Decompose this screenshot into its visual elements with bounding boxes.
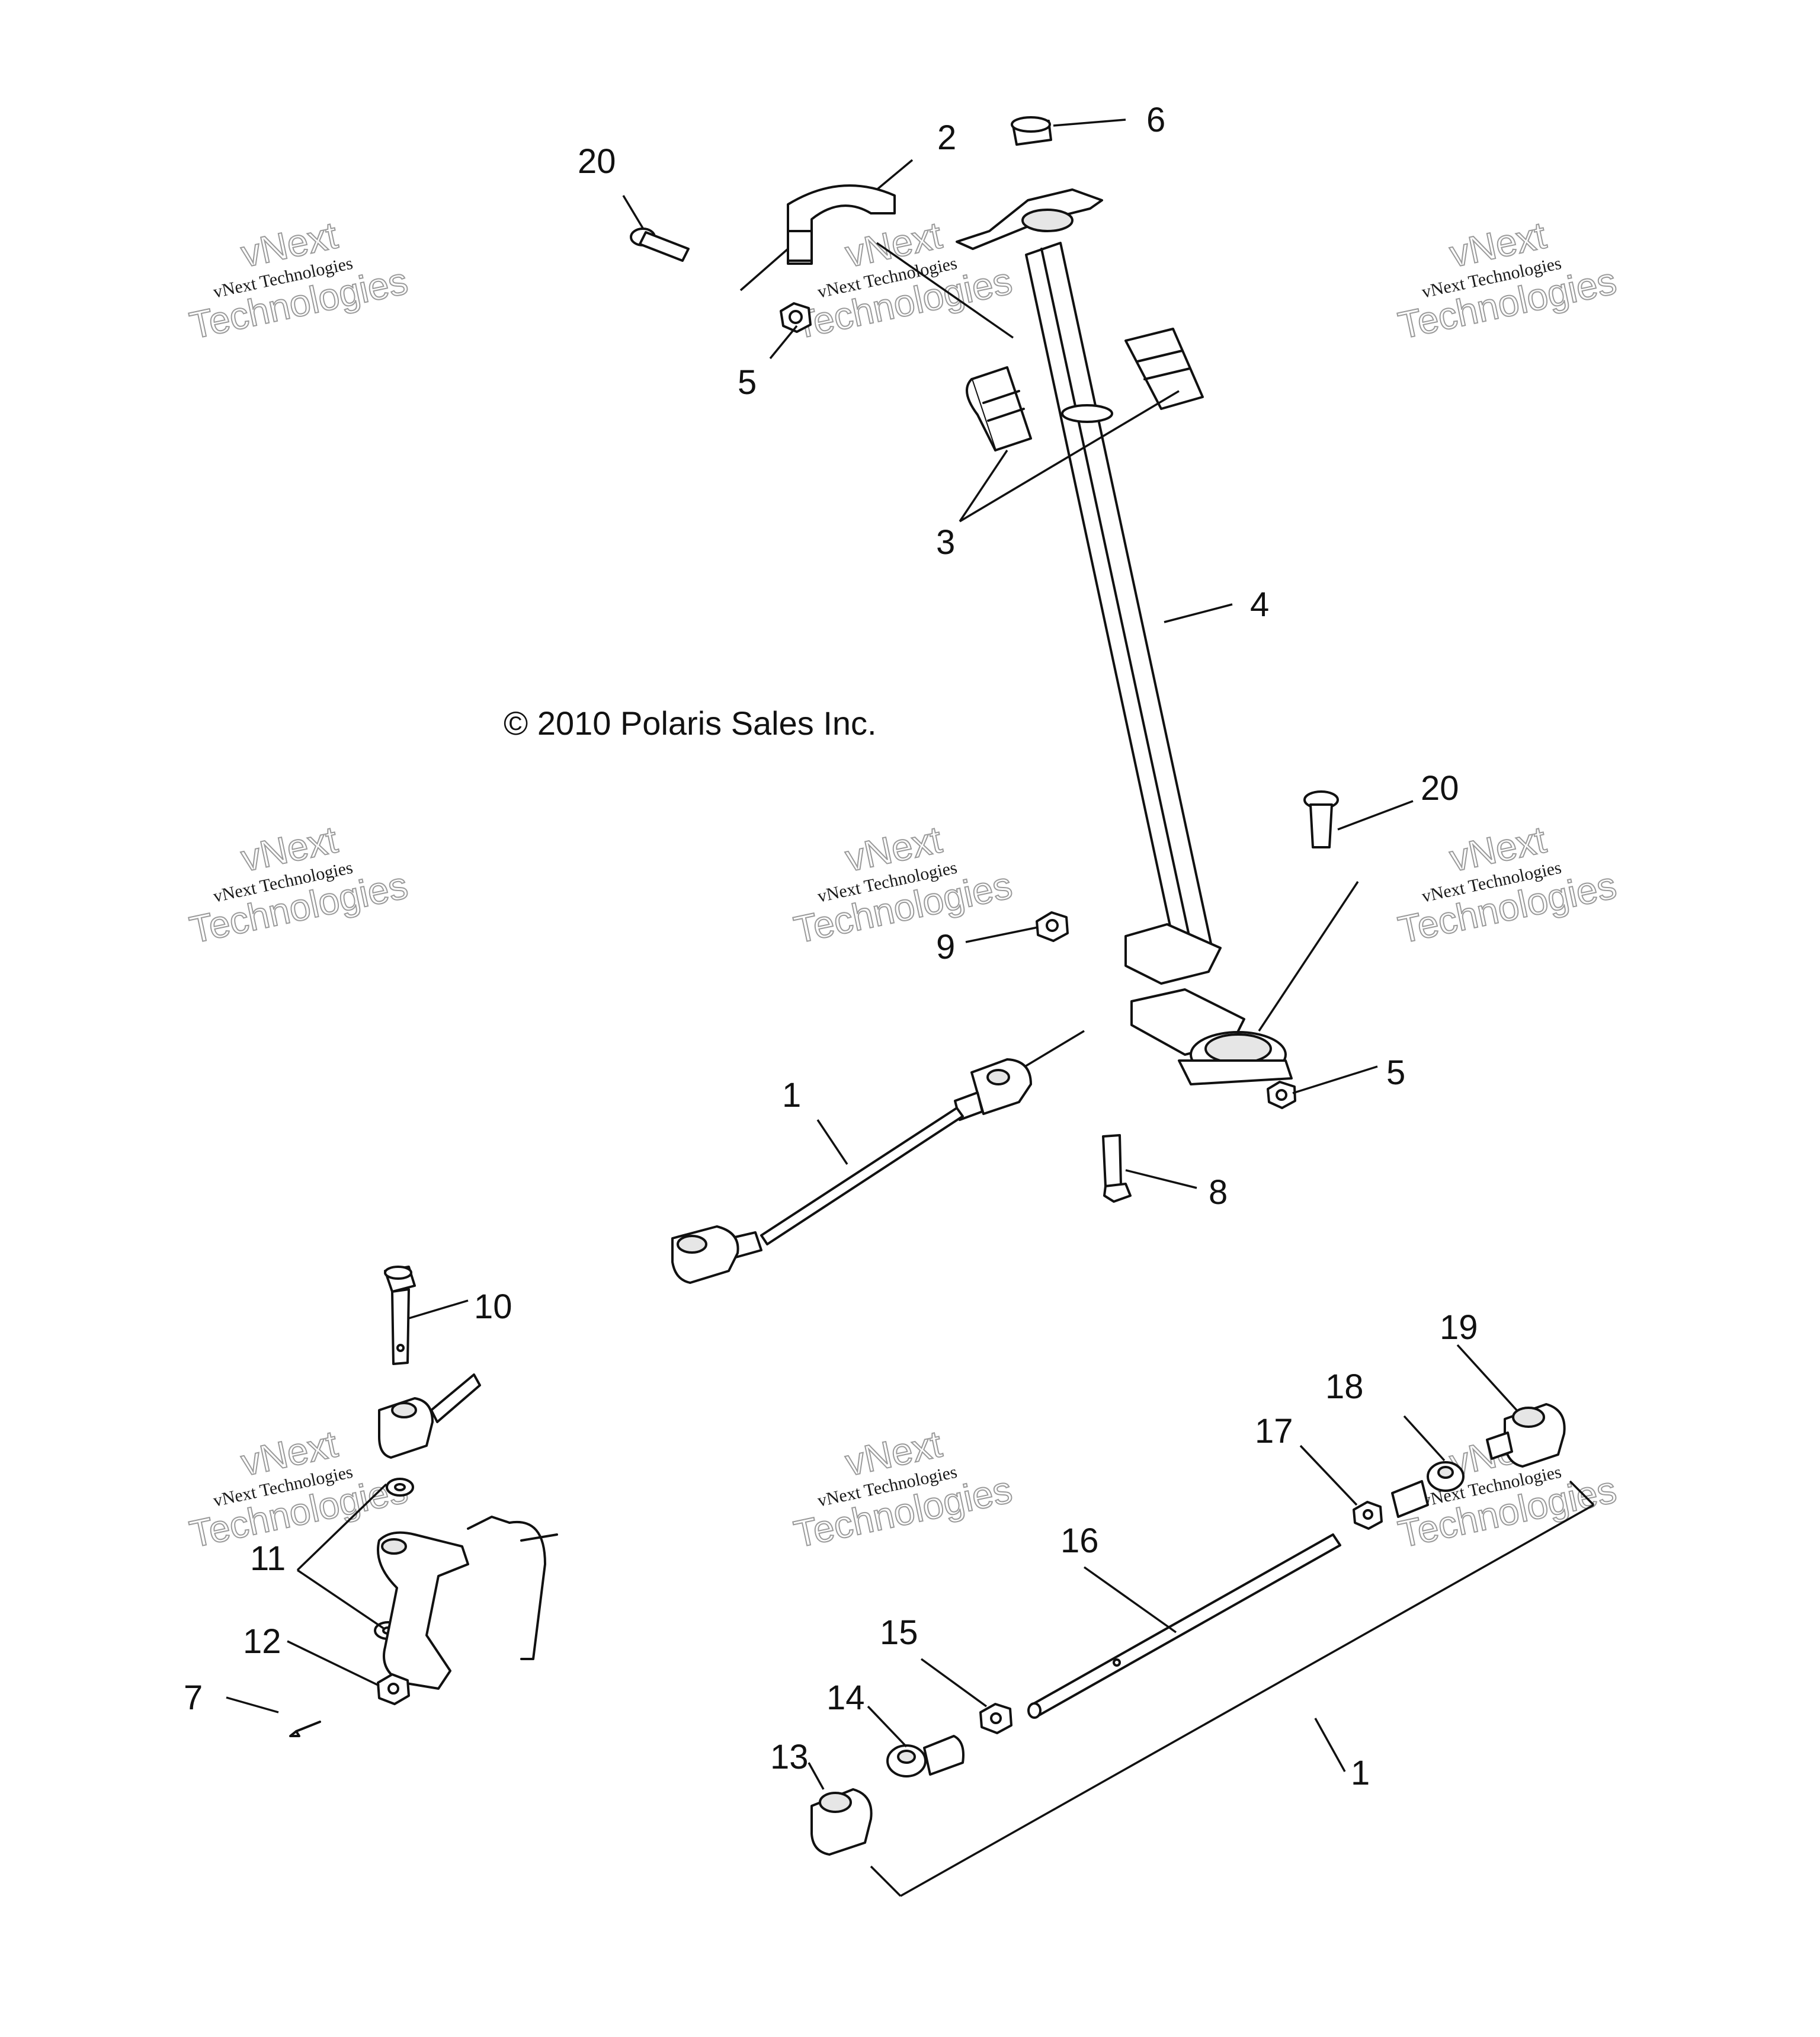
part-12-nut [377,1673,410,1705]
callout-20-mid: 20 [1421,769,1459,808]
part-20-bolt-mid [1303,790,1339,848]
callout-7: 7 [184,1679,203,1717]
callout-9: 9 [936,928,955,966]
part-3-bushing-left [966,366,1032,451]
callout-labels: 2 6 20 5 3 4 20 9 5 1 8 10 19 18 17 11 1… [184,101,1478,1792]
watermark-bottom-center: vNext vNext Technologies Technologies [790,1421,1016,1556]
watermark-top-left: vNext vNext Technologies Technologies [185,213,412,347]
callout-3: 3 [936,523,955,562]
part-4-steering-column [956,188,1293,1085]
part-18-rod-end-ball [1391,1461,1465,1518]
watermark-bottom-left: vNext vNext Technologies Technologies [185,1421,412,1556]
callout-14: 14 [826,1679,865,1717]
part-20-bolt-top [630,228,690,262]
part-14-rod-end-ball [886,1735,965,1777]
watermark-mid-right: vNext vNext Technologies Technologies [1394,817,1620,952]
part-17-jam-nut [1353,1501,1383,1530]
callout-10: 10 [474,1287,512,1326]
part-tie-rod-end-left [378,1373,481,1459]
watermark-mid-center: vNext vNext Technologies Technologies [790,817,1016,952]
callout-4: 4 [1250,585,1269,624]
part-6-cap [1011,116,1052,146]
watermark-mid-left: vNext vNext Technologies Technologies [185,817,412,952]
part-5-nut-mid [1267,1081,1296,1109]
part-7-cotter-pin [289,1721,321,1737]
part-8-bolt [1102,1134,1132,1203]
part-19-rod-end [1486,1403,1566,1468]
callout-2: 2 [937,118,956,157]
leader-lines [226,118,1595,1897]
callout-19: 19 [1440,1308,1478,1347]
callout-16: 16 [1060,1522,1099,1560]
part-1-tie-rod-assembled [671,1058,1032,1284]
callout-13: 13 [770,1738,809,1776]
part-13-rod-end [810,1788,873,1856]
part-steering-arm-bracket [377,1516,558,1690]
callout-20-top: 20 [578,142,616,181]
callout-15: 15 [880,1613,918,1652]
callout-6: 6 [1146,101,1165,139]
part-9-nut [1036,911,1069,942]
watermark-top-right: vNext vNext Technologies Technologies [1394,213,1620,347]
part-2-clamp [787,184,896,265]
part-11-washer-top [386,1478,414,1497]
watermark-top-center: vNext vNext Technologies Technologies [790,213,1016,347]
callout-1-upper: 1 [782,1076,801,1114]
callout-1-lower: 1 [1351,1754,1370,1792]
part-15-jam-nut [979,1703,1012,1734]
callout-5-top: 5 [738,363,757,402]
callout-8: 8 [1209,1173,1228,1212]
callout-18: 18 [1325,1367,1364,1406]
part-10-bolt [384,1266,416,1365]
callout-17: 17 [1255,1412,1293,1450]
part-3-bushing-right [1124,328,1204,410]
part-16-tie-rod-shaft [1027,1533,1341,1719]
callout-5-mid: 5 [1386,1053,1405,1092]
callout-12: 12 [243,1622,281,1661]
part-5-nut-top [780,302,812,333]
callout-11: 11 [250,1539,286,1578]
copyright-text: © 2010 Polaris Sales Inc. [504,704,877,742]
